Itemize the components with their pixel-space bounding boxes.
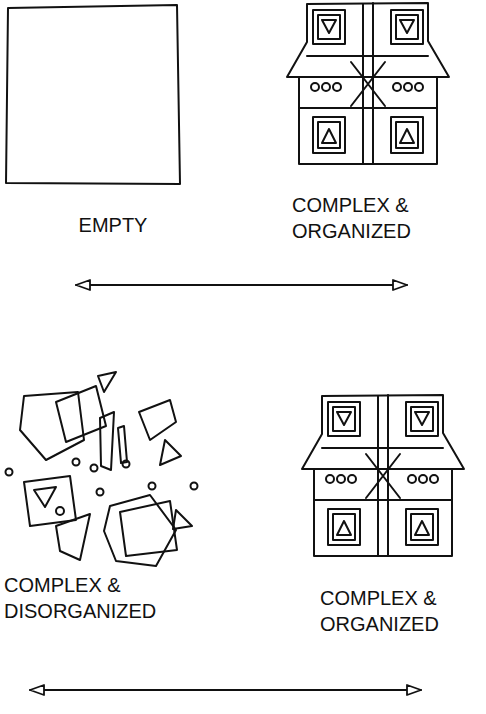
organized-house xyxy=(302,395,464,556)
figure-label: COMPLEX & ORGANIZED xyxy=(320,585,474,637)
scattered-pieces xyxy=(104,495,176,566)
organized-house xyxy=(287,3,449,164)
scattered-pieces xyxy=(6,469,13,476)
scattered-pieces xyxy=(56,514,90,560)
figure-label: COMPLEX & DISORGANIZED xyxy=(4,572,190,624)
figure-caption-box: COMPLEX & DISORGANIZED xyxy=(4,572,190,690)
scattered-pieces xyxy=(139,400,176,440)
scattered-pieces xyxy=(173,510,192,529)
empty-square xyxy=(6,5,180,184)
scattered-pieces xyxy=(24,476,76,526)
scattered-pieces xyxy=(149,483,156,490)
scattered-pieces xyxy=(123,461,130,468)
figure-label: COMPLEX & ORGANIZED xyxy=(292,192,461,244)
scattered-pieces xyxy=(34,487,56,507)
figure-caption-box: EMPTY xyxy=(36,212,190,285)
scattered-pieces xyxy=(118,426,127,463)
scattered-pieces xyxy=(100,412,114,470)
scattered-pieces xyxy=(160,440,181,465)
scattered-pieces xyxy=(73,459,80,466)
scattered-pieces xyxy=(20,392,84,460)
scattered-pieces xyxy=(97,489,104,496)
scattered-pieces xyxy=(91,465,98,472)
scattered-pieces xyxy=(98,372,116,392)
figure-caption-box: COMPLEX & ORGANIZED xyxy=(320,585,474,690)
scattered-pieces xyxy=(6,372,198,566)
scattered-pieces xyxy=(56,386,106,442)
figure-caption-box: COMPLEX & ORGANIZED xyxy=(292,192,461,285)
scattered-pieces xyxy=(56,507,64,515)
figure-label: EMPTY xyxy=(36,212,190,238)
scattered-pieces xyxy=(120,501,177,556)
scattered-pieces xyxy=(191,483,198,490)
double-arrow xyxy=(30,689,421,691)
double-arrow xyxy=(76,284,407,286)
